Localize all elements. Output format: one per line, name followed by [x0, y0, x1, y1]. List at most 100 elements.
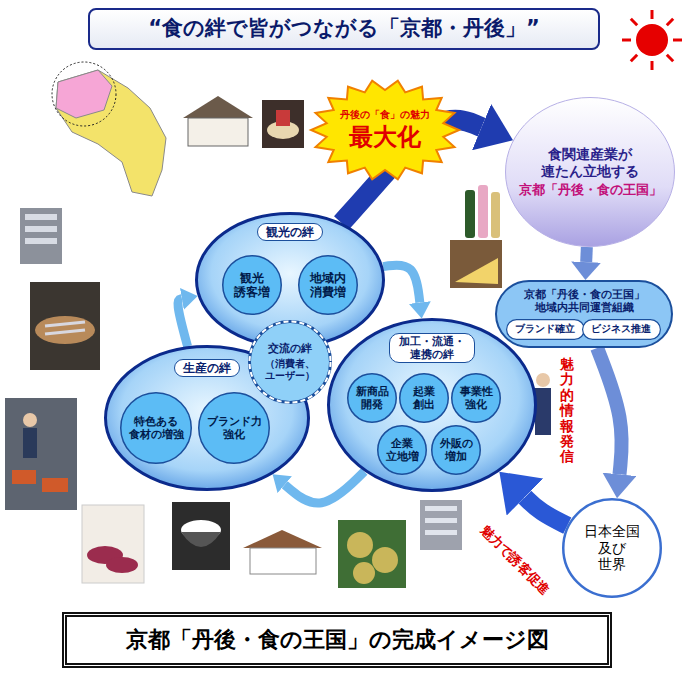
role-pill: ブランド確立 [506, 319, 585, 340]
market-photo [5, 398, 77, 510]
node-text: 京都「丹後・食の王国」 地域内共同運営組織 [523, 288, 646, 314]
ellipse-shape [400, 374, 449, 423]
house-roof [243, 530, 322, 548]
photo-frame [338, 520, 406, 588]
node-text: 最大化 [349, 123, 421, 152]
sun [622, 10, 682, 70]
node-text: 企業 立地増 [385, 437, 420, 463]
node-text: 日本全国 及び 世界 [583, 523, 641, 573]
building-windows [425, 530, 457, 535]
photo-frame [172, 502, 230, 570]
house-body [188, 118, 248, 146]
connector-arrow [285, 471, 365, 503]
connector-arrow [341, 120, 481, 223]
building-windows [425, 506, 457, 511]
person [23, 428, 37, 458]
node-text: （消費者、 ユーザー） [264, 358, 316, 382]
fish [45, 322, 85, 326]
sweet-potato-photo [82, 505, 144, 583]
cheese-photo [450, 240, 502, 288]
office-building [20, 208, 62, 264]
edge-label: 魅力で誘客促進 [476, 521, 554, 599]
photo-frame [82, 505, 144, 583]
connector-arrow [178, 299, 188, 347]
house-roof [183, 96, 253, 118]
rice-photo [172, 502, 230, 570]
ellipse-shape [223, 256, 282, 315]
edge-label: 魅力的情報発信 [560, 357, 574, 465]
ellipse-shape [199, 393, 270, 464]
kingdom-circle: 食関連産業が 連たん立地する京都「丹後・食の王国」 [505, 97, 675, 247]
boat [35, 316, 95, 344]
sun-ray [631, 55, 637, 61]
pear [372, 547, 398, 573]
node-text: ブランド確立 [515, 323, 575, 335]
node-text: 起業 創出 [412, 385, 436, 411]
sun-ray [622, 39, 631, 42]
sun-ray [631, 19, 637, 25]
cheese [455, 258, 498, 284]
ellipse-shape [250, 322, 331, 403]
house [183, 96, 253, 146]
node-text: 交流の絆 [268, 342, 312, 355]
goal-circle: 新商品 開発 [347, 373, 397, 423]
goal-circle: 企業 立地増 [377, 425, 427, 475]
crab [42, 478, 68, 492]
highlight-burst: 丹後の「食」の魅力最大化 [309, 78, 461, 182]
pill-shape [582, 319, 660, 339]
kyoto-map [52, 62, 166, 196]
burst-shape [311, 81, 459, 179]
building-body [420, 500, 462, 550]
bond-circle: 加工・流通・ 連携の絆新商品 開発起業 創出事業性 強化企業 立地増外販の 増加 [327, 318, 537, 492]
ellipse-shape [506, 98, 675, 247]
exchange-circle: 交流の絆 （消費者、 ユーザー） [248, 320, 332, 404]
ellipse-shape [299, 256, 358, 315]
wine-bottles [465, 185, 500, 238]
fish [45, 330, 85, 334]
connector-arrow [525, 497, 567, 526]
person-head [536, 373, 550, 387]
goal-circle: ブランド力 強化 [198, 392, 270, 464]
sun-ray [673, 39, 682, 42]
potato [106, 557, 138, 573]
node-text: 観光 誘客増 [233, 271, 271, 300]
map-tango [56, 70, 112, 118]
node-text: 新商品 開発 [355, 385, 390, 411]
building-windows [25, 238, 57, 244]
pear [347, 532, 373, 558]
house-body [250, 548, 316, 574]
node-text: ブランド力 強化 [206, 415, 263, 441]
ellipse-shape [563, 499, 661, 597]
node-text: 地域内 消費増 [309, 271, 347, 300]
node-text: 事業性 強化 [459, 385, 494, 411]
node-text: 京都「丹後・食の王国」 [519, 182, 662, 198]
pear-photo [338, 520, 406, 588]
person-body [535, 388, 551, 435]
bottle [491, 192, 500, 238]
photo-frame [30, 282, 100, 370]
photo-frame [450, 240, 502, 288]
market-circle: 日本全国 及び 世界 [562, 498, 662, 598]
title-text: “食の絆で皆がつながる「京都・丹後」” [148, 16, 540, 41]
bowl [181, 532, 221, 547]
ellipse-shape [121, 393, 192, 464]
food [276, 110, 290, 126]
connector-arrow [580, 247, 593, 262]
goal-circle: 地域内 消費増 [298, 255, 358, 315]
sun-ray [667, 55, 673, 61]
building-windows [25, 214, 57, 220]
sun-disc [636, 24, 668, 56]
node-text: ビジネス推進 [591, 323, 651, 335]
building-windows [425, 518, 457, 523]
connector-arrow [597, 348, 622, 474]
goal-circle: 起業 創出 [399, 373, 449, 423]
goal-circle: 観光 誘客増 [222, 255, 282, 315]
node-text: 特色ある 食材の増強 [128, 415, 185, 441]
crab [12, 470, 36, 484]
ellipse-shape [348, 374, 397, 423]
ellipse-shape [329, 320, 536, 491]
connector-arrow [383, 265, 420, 302]
node-text: 食関連産業が 連たん立地する [540, 146, 640, 180]
edge-label-box: 魅力的情報発信 [560, 356, 574, 466]
